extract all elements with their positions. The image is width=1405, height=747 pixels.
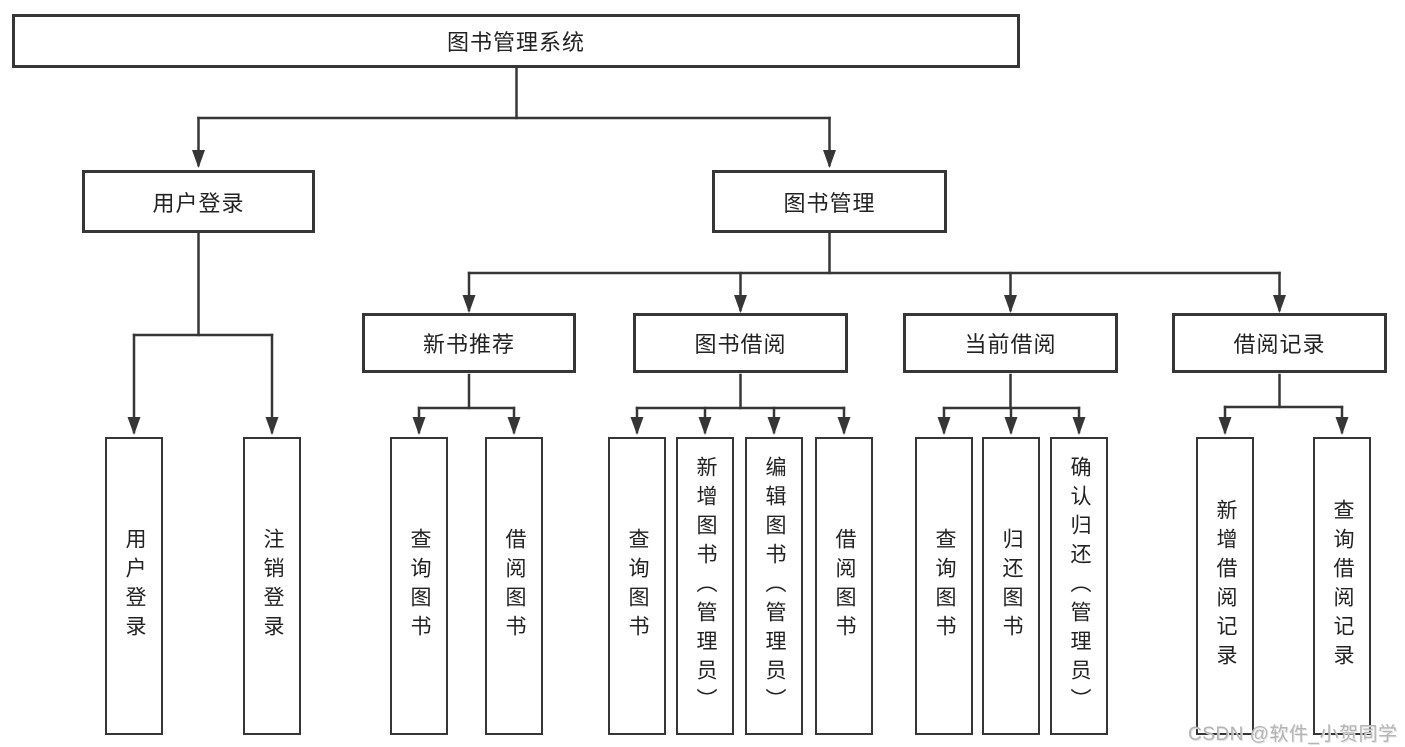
leaf-user-login: 用户登录 — [105, 437, 163, 735]
node-root: 图书管理系统 — [12, 14, 1020, 68]
node-book-borrow: 图书借阅 — [633, 313, 848, 373]
node-user-login: 用户登录 — [82, 170, 315, 233]
node-new-book-recommend: 新书推荐 — [362, 313, 576, 373]
watermark: CSDN @软件_小贺同学 — [1188, 724, 1398, 745]
leaf-borrow-books-recommend: 借阅图书 — [485, 437, 543, 735]
leaf-query-books-recommend: 查询图书 — [390, 437, 448, 735]
node-current-borrow: 当前借阅 — [903, 313, 1118, 373]
leaf-edit-books-admin: 编辑图书（管理员） — [745, 437, 803, 735]
leaf-borrow-books: 借阅图书 — [815, 437, 873, 735]
leaf-add-books-admin: 新增图书（管理员） — [676, 437, 734, 735]
leaf-return-books: 归还图书 — [982, 437, 1040, 735]
node-book-management: 图书管理 — [712, 170, 947, 233]
leaf-confirm-return-admin: 确认归还（管理员） — [1050, 437, 1108, 735]
leaf-add-borrow-record: 新增借阅记录 — [1196, 437, 1254, 735]
node-borrow-records: 借阅记录 — [1172, 313, 1387, 373]
leaf-query-borrow-record: 查询借阅记录 — [1313, 437, 1371, 735]
leaf-query-books-current: 查询图书 — [915, 437, 973, 735]
leaf-logout: 注销登录 — [243, 437, 301, 735]
leaf-query-books-borrow: 查询图书 — [608, 437, 666, 735]
